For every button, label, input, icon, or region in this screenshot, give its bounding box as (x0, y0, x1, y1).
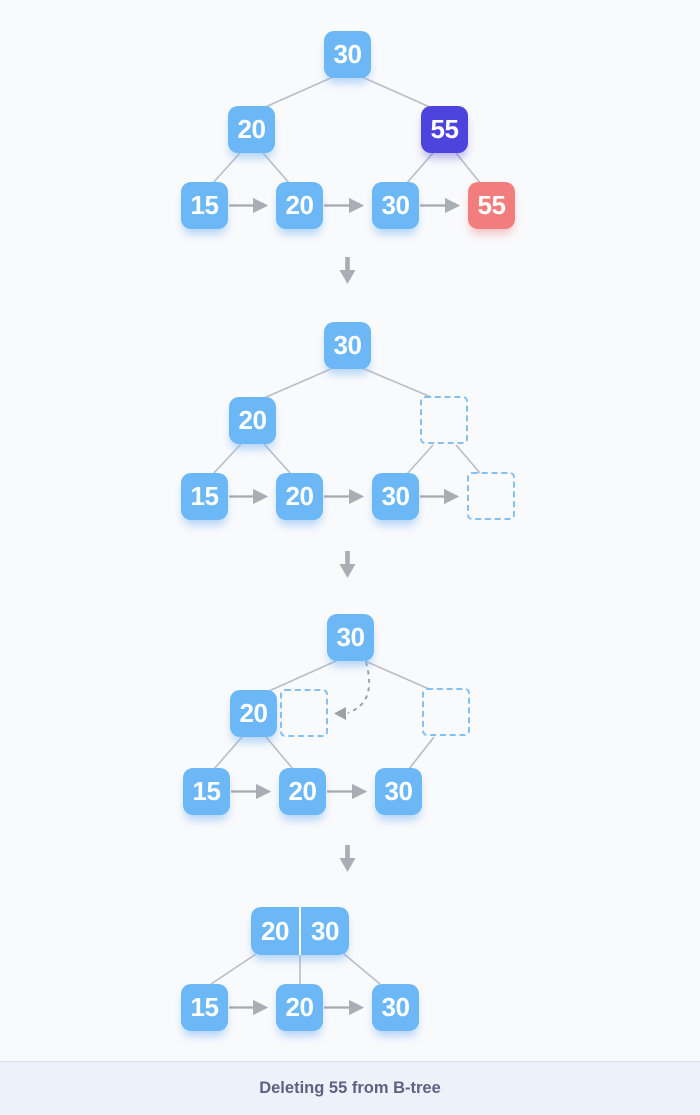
cell-divider (299, 907, 301, 955)
btree-leaf-node: 15 (181, 984, 228, 1031)
btree-leaf-node: 20 (276, 473, 323, 520)
btree-leaf-node-to-delete: 55 (468, 182, 515, 229)
btree-leaf-node: 20 (276, 182, 323, 229)
btree-root-node: 30 (324, 31, 371, 78)
down-arrow-icon (339, 257, 356, 284)
btree-leaf-node: 15 (181, 182, 228, 229)
btree-internal-node: 20 (229, 397, 276, 444)
merged-cell: 30 (311, 915, 339, 946)
caption-text: Deleting 55 from B-tree (259, 1079, 441, 1097)
btree-root-merged-node: 20 30 (251, 907, 349, 955)
stage3-connectors (213, 660, 435, 800)
down-arrow-icon (339, 551, 356, 578)
stage4-connectors (210, 953, 381, 1016)
btree-leaf-node: 30 (375, 768, 422, 815)
btree-leaf-node: 30 (372, 984, 419, 1031)
btree-leaf-node: 20 (279, 768, 326, 815)
btree-root-node: 30 (324, 322, 371, 369)
stage2-connectors (212, 367, 481, 505)
merged-cell: 20 (261, 915, 289, 946)
btree-leaf-node: 15 (183, 768, 230, 815)
down-arrow-icon (339, 845, 356, 872)
btree-internal-node-highlighted: 55 (421, 106, 468, 153)
btree-internal-node: 20 (228, 106, 275, 153)
btree-leaf-node: 15 (181, 473, 228, 520)
caption-bar: Deleting 55 from B-tree (0, 1061, 700, 1115)
btree-root-node: 30 (327, 614, 374, 661)
btree-empty-placeholder-box (422, 688, 470, 736)
btree-empty-placeholder-box (420, 396, 468, 444)
btree-leaf-node: 20 (276, 984, 323, 1031)
merge-move-arrow-icon (334, 661, 371, 720)
btree-empty-placeholder-box (467, 472, 515, 520)
btree-internal-node: 20 (230, 690, 277, 737)
btree-empty-placeholder-box (280, 689, 328, 737)
stage1-connectors (211, 76, 482, 214)
btree-leaf-node: 30 (372, 182, 419, 229)
btree-leaf-node: 30 (372, 473, 419, 520)
